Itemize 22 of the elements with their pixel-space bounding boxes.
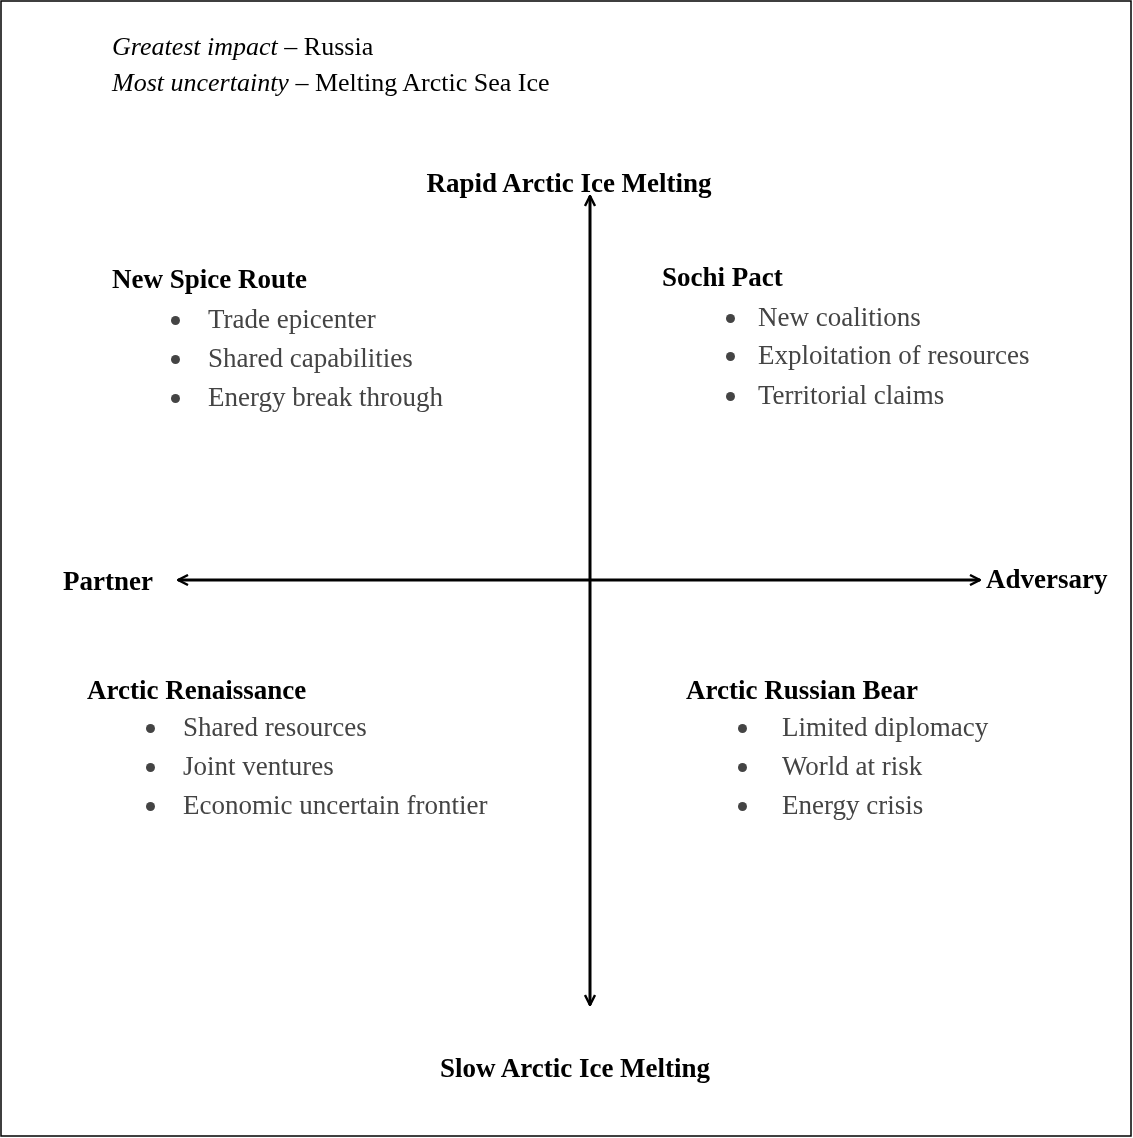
- bullet-text: New coalitions: [758, 302, 921, 334]
- note-text: Greatest impact – Russia: [112, 32, 374, 62]
- quadrant-heading: New Spice Route: [112, 264, 307, 296]
- bullet-text: Shared resources: [183, 712, 367, 744]
- axis-label: Partner: [63, 566, 153, 598]
- bullet-text: Shared capabilities: [208, 343, 413, 375]
- bullet-text: Trade epicenter: [208, 304, 376, 336]
- quadrant-heading: Sochi Pact: [662, 262, 783, 294]
- quadrant-heading: Arctic Renaissance: [87, 675, 307, 707]
- bullet-text: Joint ventures: [183, 751, 334, 783]
- bullet-text: Limited diplomacy: [782, 712, 989, 744]
- bullet-text: World at risk: [782, 751, 923, 783]
- bullet-text: Exploitation of resources: [758, 340, 1030, 372]
- axis-label: Slow Arctic Ice Melting: [439, 1053, 711, 1085]
- axis-label: Rapid Arctic Ice Melting: [426, 168, 712, 200]
- bullet-text: Economic uncertain frontier: [183, 790, 488, 822]
- axis-label: Adversary: [986, 564, 1108, 596]
- bullet-text: Energy crisis: [782, 790, 924, 822]
- bullet-text: Energy break through: [208, 382, 443, 414]
- quadrant-heading: Arctic Russian Bear: [686, 675, 918, 707]
- bullet-text: Territorial claims: [758, 380, 945, 412]
- note-text: Most uncertainty – Melting Arctic Sea Ice: [112, 68, 550, 98]
